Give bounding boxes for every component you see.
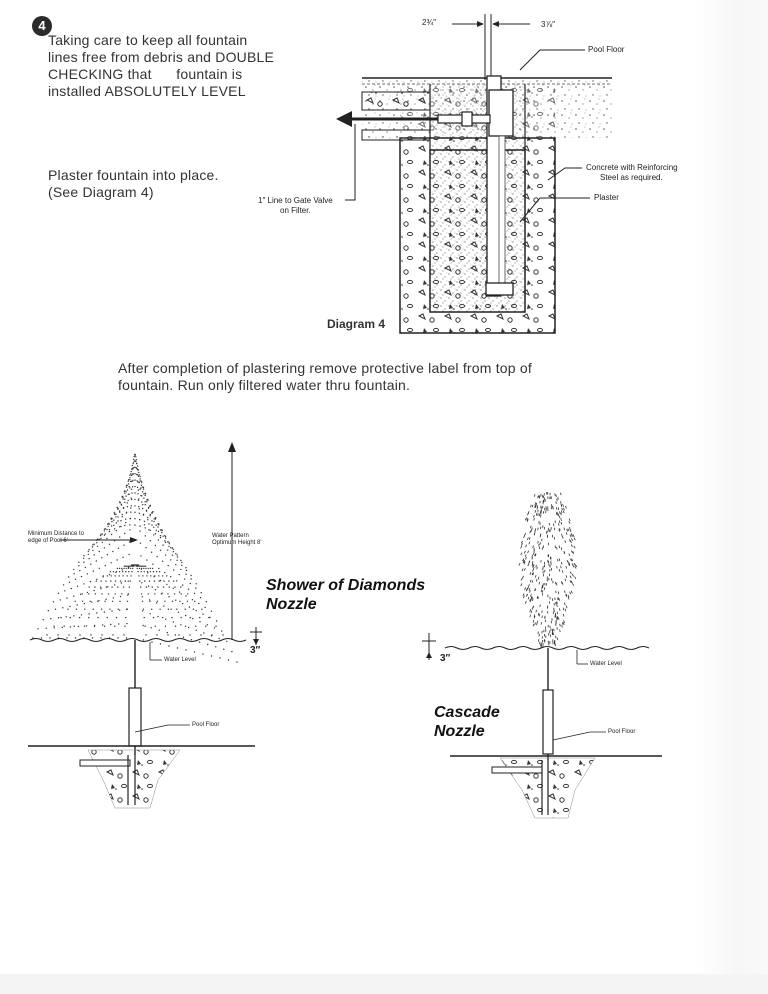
cascade-nozzle-title: Cascade Nozzle: [434, 703, 500, 741]
diagram-4-title: Diagram 4: [327, 317, 386, 331]
intro-paragraph: Taking care to keep all fountain lines f…: [48, 32, 274, 100]
plaster-line-2: (See Diagram 4): [48, 184, 154, 200]
min-distance-line-2: edge of Pool 6': [28, 538, 68, 544]
shower-of-diamonds-title: Shower of Diamonds Nozzle: [266, 576, 425, 614]
concrete-label-line-2: Steel as required.: [600, 173, 663, 182]
water-pattern-line-1: Water Pattern: [212, 533, 249, 539]
water-pattern-line-2: Optimum Height 8': [212, 540, 262, 546]
intro-line-4: installed ABSOLUTELY LEVEL: [48, 83, 246, 99]
cascade-title-line-1: Cascade: [434, 704, 500, 721]
after-line-2: fountain. Run only filtered water thru f…: [118, 377, 411, 393]
after-paragraph: After completion of plastering remove pr…: [118, 360, 532, 394]
cascade-water-level-label: Water Level: [590, 661, 622, 667]
shower-title-line-2: Nozzle: [266, 596, 317, 613]
dimension-right: 3⅞″: [541, 20, 555, 29]
scan-edge-shadow: [694, 0, 768, 994]
cascade-depth-label: 3″: [440, 653, 451, 664]
plaster-paragraph: Plaster fountain into place. (See Diagra…: [48, 167, 219, 201]
intro-line-3: CHECKING that fountain is: [48, 66, 243, 82]
shower-title-line-1: Shower of Diamonds: [266, 577, 426, 594]
pool-floor-label: Pool Floor: [588, 45, 625, 54]
gate-valve-line-1: 1″ Line to Gate Valve: [258, 196, 333, 205]
concrete-label: Concrete with Reinforcing Steel as requi…: [586, 163, 678, 183]
shower-spray-pattern: [32, 453, 238, 663]
cascade-spray-pattern: [518, 492, 578, 649]
cascade-pool-floor-label: Pool Floor: [608, 729, 636, 735]
min-distance-line-1: Minimum Distance to: [28, 531, 85, 537]
shower-water-level-label: Water Level: [164, 657, 196, 663]
shower-depth-label: 3″: [250, 645, 261, 656]
scan-bottom-shadow: [0, 974, 768, 994]
shower-pool-floor-label: Pool Floor: [192, 722, 220, 728]
concrete-label-line-1: Concrete with Reinforcing: [586, 163, 678, 172]
min-distance-label: Minimum Distance to edge of Pool 6': [28, 531, 84, 545]
water-pattern-label: Water Pattern Optimum Height 8': [212, 533, 262, 547]
after-line-1: After completion of plastering remove pr…: [118, 360, 532, 376]
intro-line-1: Taking care to keep all fountain: [48, 32, 248, 48]
gate-valve-line-2: on Filter.: [280, 206, 311, 215]
plaster-line-1: Plaster fountain into place.: [48, 167, 219, 183]
dimension-left: 2¾″: [422, 18, 436, 27]
intro-line-2: lines free from debris and DOUBLE: [48, 49, 275, 65]
plaster-label: Plaster: [594, 193, 619, 202]
gate-valve-line-label: 1″ Line to Gate Valve on Filter.: [258, 196, 333, 216]
step-number-badge: 4: [32, 16, 52, 36]
cascade-title-line-2: Nozzle: [434, 723, 485, 740]
